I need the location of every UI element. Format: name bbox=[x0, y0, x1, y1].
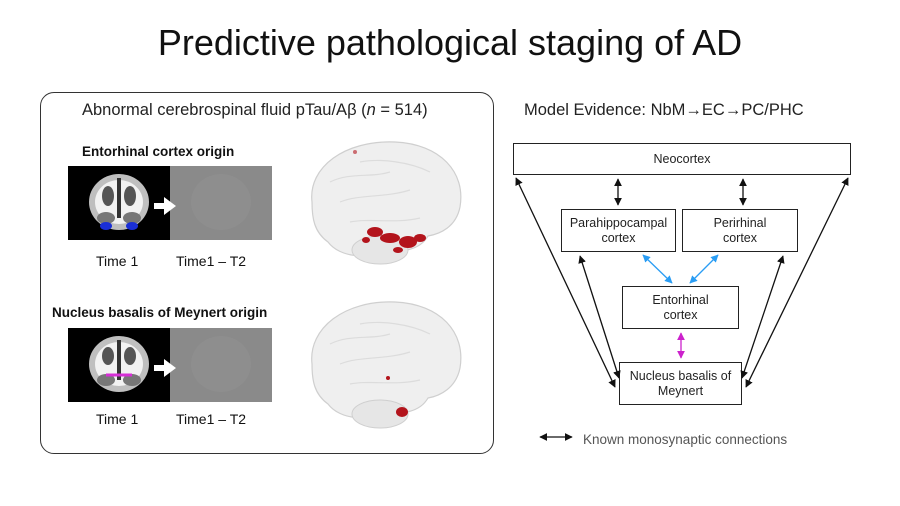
arrow-parahippocampal-entorhinal bbox=[642, 254, 673, 284]
node-neocortex: Neocortex bbox=[513, 143, 851, 175]
panel-title: Abnormal cerebrospinal fluid pTau/Aβ (n … bbox=[82, 101, 428, 119]
entorhinal-marker-right bbox=[126, 222, 138, 230]
arrow-right-icon bbox=[154, 359, 176, 377]
arrow-neocortex-nbm-left bbox=[515, 177, 616, 388]
arrow-parahippocampal-nbm bbox=[578, 255, 621, 379]
arrow-perirhinal-entorhinal bbox=[689, 254, 719, 284]
slide-title: Predictive pathological staging of AD bbox=[157, 22, 743, 63]
nbm-origin-label: Nucleus basalis of Meynert origin bbox=[52, 305, 268, 320]
legend-label: Known monosynaptic connections bbox=[583, 432, 788, 447]
nbm-diff-label: Time1 – T2 bbox=[176, 411, 247, 427]
arrow-perirhinal-nbm bbox=[740, 255, 785, 379]
nbm-time1-label: Time 1 bbox=[96, 411, 139, 427]
entorhinal-time1-label: Time 1 bbox=[96, 253, 139, 269]
entorhinal-marker-left bbox=[100, 222, 112, 230]
findings-panel bbox=[40, 92, 494, 454]
arrow-right-icon bbox=[154, 197, 176, 215]
entorhinal-origin-label: Entorhinal cortex origin bbox=[82, 144, 235, 159]
nbm-brain-render bbox=[311, 301, 462, 429]
entorhinal-brain-render bbox=[311, 141, 462, 265]
entorhinal-diff-label: Time1 – T2 bbox=[176, 253, 247, 269]
model-evidence-title: Model Evidence: NbM→EC→PC/PHC bbox=[524, 101, 804, 119]
arrow-neocortex-nbm-right bbox=[745, 177, 849, 388]
entorhinal-scan-image bbox=[68, 166, 272, 240]
nbm-scan-image bbox=[68, 328, 272, 402]
